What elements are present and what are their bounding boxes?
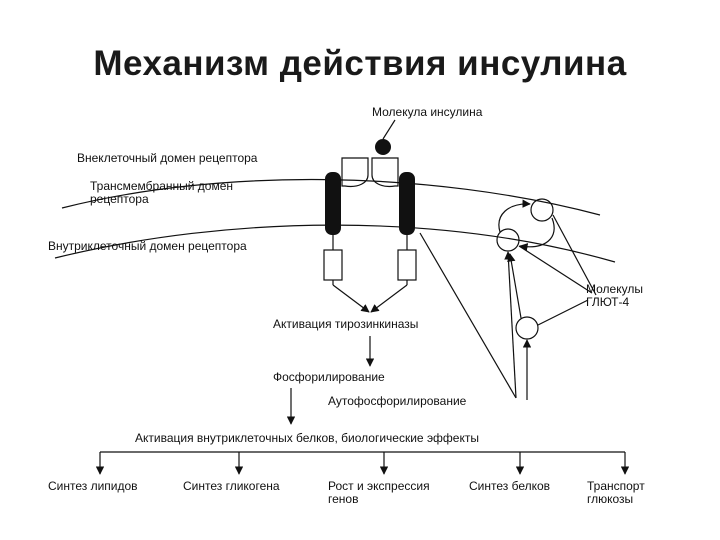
glut4-label-2: ГЛЮТ-4 — [586, 295, 629, 309]
glut4-cycle-arrow-down — [519, 217, 555, 252]
glut4-arrow-to-membrane — [507, 253, 522, 319]
glut4-molecule-2 — [496, 228, 520, 252]
intracellular-right — [397, 249, 417, 281]
transmembrane-left — [325, 172, 341, 235]
extracellular-domain-label: Внеклеточный домен рецептора — [77, 151, 258, 165]
glut4-molecule-1 — [530, 198, 554, 222]
glut4-pointer-1 — [552, 214, 597, 296]
receptor-alpha-right — [371, 157, 399, 188]
insulin-molecule — [375, 139, 391, 155]
effect-growth-label-2: генов — [328, 492, 358, 506]
autophosphorylation-label: Аутофосфорилирование — [328, 394, 467, 408]
glut4-molecule-3 — [515, 316, 539, 340]
page-title: Механизм действия инсулина — [93, 44, 627, 83]
glut4-pointer-3 — [537, 299, 589, 326]
autophos-arrow-to-glut4 — [504, 251, 517, 399]
intracellular-domain-label: Внутриклеточный домен рецептора — [48, 239, 247, 253]
phosphorylation-label: Фосфорилирование — [273, 370, 385, 384]
effect-glucose-label-2: глюкозы — [587, 492, 633, 506]
effect-glycogen-label: Синтез гликогена — [183, 479, 280, 493]
effect-glucose-label-1: Транспорт — [587, 479, 645, 493]
transmembrane-right — [399, 172, 415, 235]
glut4-cycle-arrow-up — [498, 199, 531, 233]
insulin-pointer — [382, 119, 396, 140]
tyrosine-kinase-label: Активация тирозинкиназы — [273, 317, 418, 331]
effect-lipids-label: Синтез липидов — [48, 479, 138, 493]
glut4-label-1: Молекулы — [586, 282, 643, 296]
arrow-left-to-kinase — [332, 284, 370, 313]
transmembrane-domain-label-2: рецептора — [90, 192, 149, 206]
glut4-pointer-2 — [518, 245, 593, 294]
effect-protein-label: Синтез белков — [469, 479, 550, 493]
insulin-molecule-label: Молекула инсулина — [372, 105, 483, 119]
receptor-alpha-left — [341, 157, 369, 188]
effect-growth-label-1: Рост и экспрессия — [328, 479, 430, 493]
transmembrane-domain-label-1: Трансмембранный домен — [90, 179, 233, 193]
intracellular-left — [323, 249, 343, 281]
autophos-line-from-receptor — [419, 232, 517, 399]
activation-effects-label: Активация внутриклеточных белков, биолог… — [135, 431, 479, 445]
arrow-right-to-kinase — [370, 284, 408, 313]
